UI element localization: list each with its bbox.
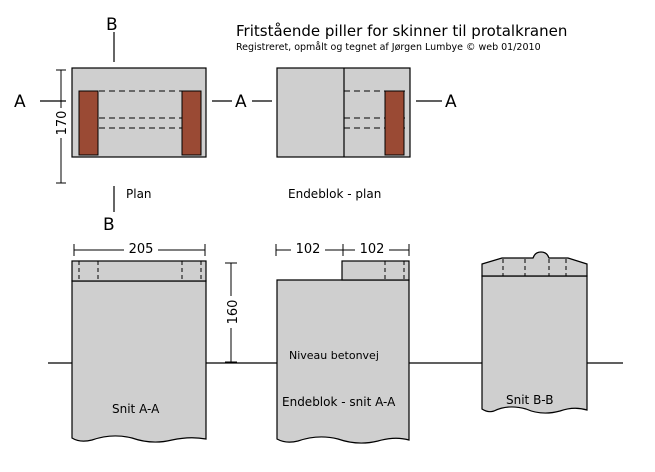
dimension-102-right: 102 — [360, 242, 385, 257]
section-mark-b: B — [103, 215, 115, 235]
dimension-label-bg — [355, 240, 389, 256]
endeblok-plan-view: A Endeblok - plan — [252, 67, 457, 201]
caption-endeblok-plan: Endeblok - plan — [288, 187, 381, 201]
caption-niveau-betonvej: Niveau betonvej — [289, 349, 379, 362]
dimension-label-bg — [291, 240, 325, 256]
drawing-subtitle: Registreret, opmålt og tegnet af Jørgen … — [236, 42, 541, 53]
endeblok-snit-cap — [341, 260, 410, 281]
rail-block — [384, 90, 405, 156]
caption-plan: Plan — [126, 187, 152, 201]
dimension-102-left: 102 — [296, 242, 321, 257]
caption-snit-aa: Snit A-A — [112, 402, 160, 416]
endeblok-snit-view: 102 102 Niveau betonvej Endeblok - snit … — [275, 240, 410, 444]
snit-bb-view: Snit B-B — [481, 251, 588, 414]
snit-aa-pillar — [71, 280, 207, 443]
caption-endeblok-snit: Endeblok - snit A-A — [282, 395, 396, 409]
dimension-label-bg — [222, 296, 242, 328]
dimension-label-bg — [51, 108, 71, 138]
plan-view: A A B B 170 Plan — [14, 15, 247, 235]
dimension-label-bg — [124, 240, 158, 256]
drawing-title: Fritstående piller for skinner til prota… — [236, 22, 567, 40]
snit-bb-pillar — [481, 275, 588, 414]
section-mark-a: A — [235, 92, 247, 112]
section-mark-a: A — [14, 92, 26, 112]
snit-aa-cap — [71, 260, 207, 282]
snit-aa-view: 205 160 Snit A-A — [71, 240, 242, 443]
dimension-170: 170 — [55, 111, 70, 136]
rail-block-left — [78, 90, 99, 156]
dimension-160: 160 — [226, 300, 241, 325]
dimension-205: 205 — [129, 242, 154, 257]
section-mark-b: B — [106, 15, 118, 35]
section-mark-a: A — [445, 92, 457, 112]
label-bg — [286, 348, 402, 362]
snit-bb-cap — [481, 251, 588, 277]
caption-snit-bb: Snit B-B — [506, 393, 553, 407]
rail-block-right — [181, 90, 202, 156]
